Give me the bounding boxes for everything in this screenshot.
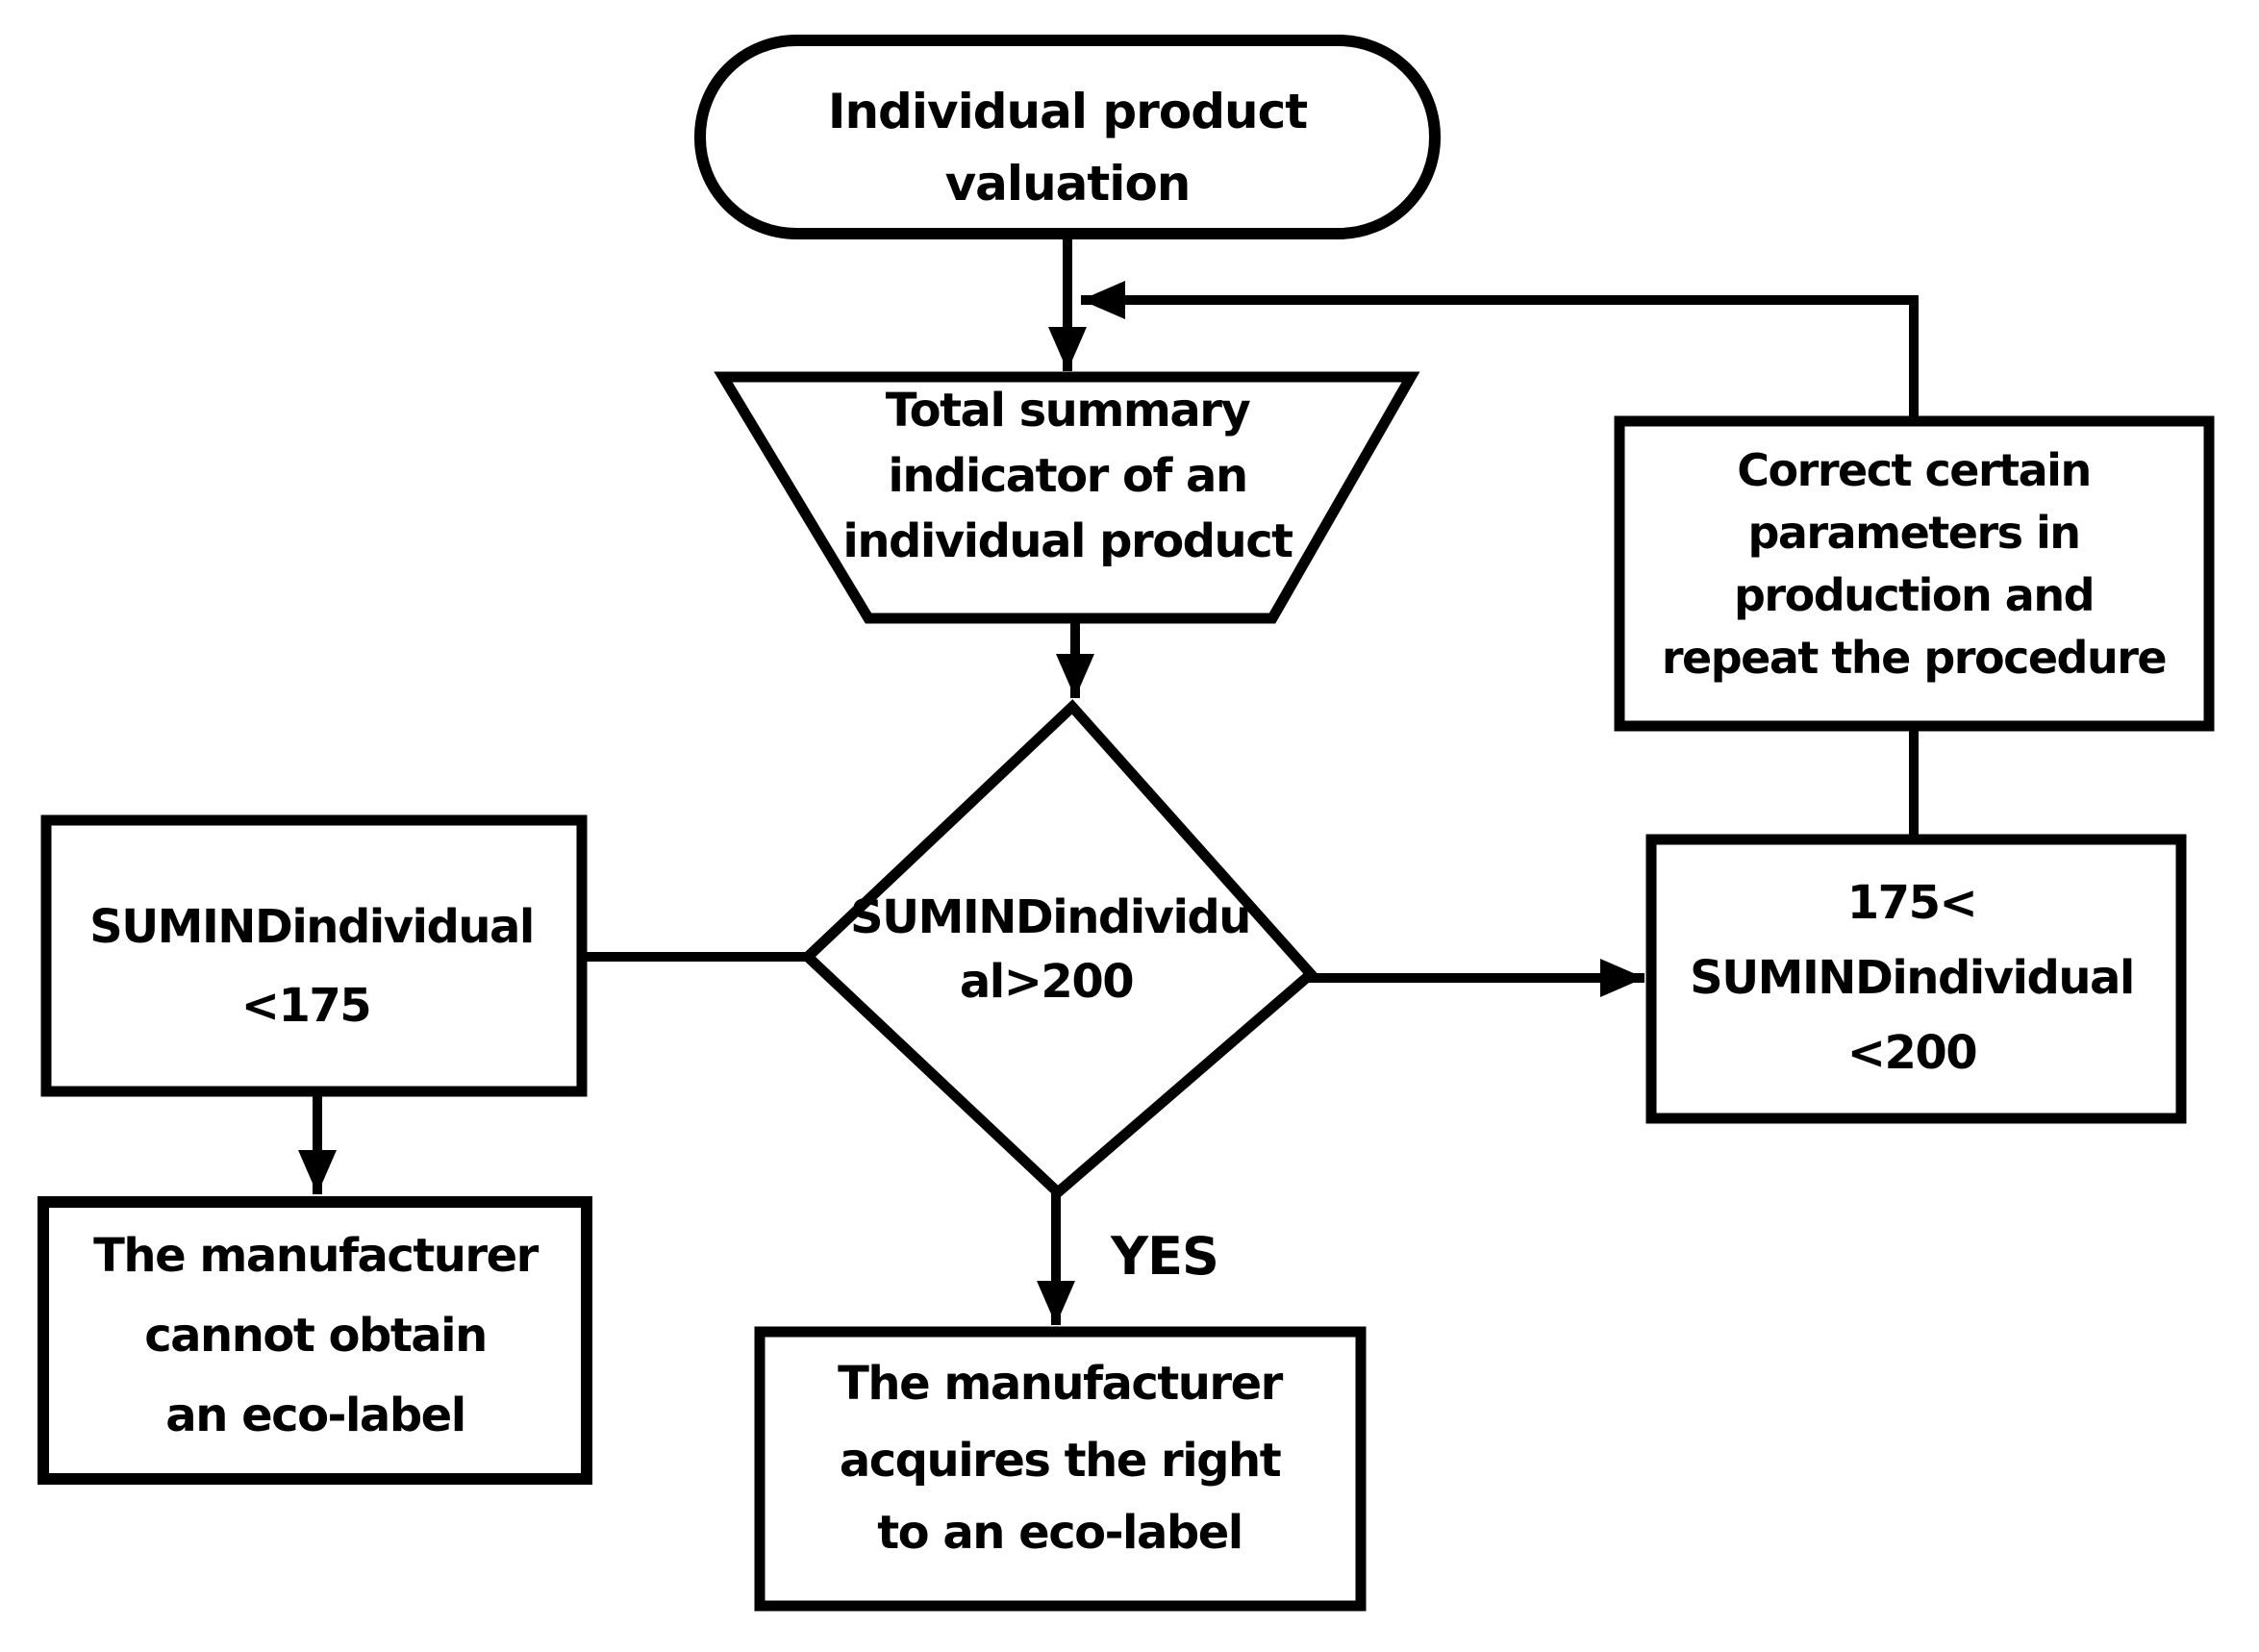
node-cannot-obtain-box [38, 1196, 592, 1485]
node-less175-text-line2: <175 [241, 979, 370, 1033]
node-decision-diamond [799, 699, 1318, 1200]
node-start-text-line2: valuation [945, 156, 1191, 212]
node-correct-text-line3: production and [1734, 569, 2094, 621]
node-cannot-text-line1: The manufacturer [93, 1229, 540, 1283]
edge-feedback-correct-to-main [1081, 281, 1919, 419]
node-correct-text-line1: Correct certain [1737, 444, 2090, 496]
node-correct-parameters-box [1614, 415, 2215, 732]
node-acquires-right-box [754, 1326, 1367, 1612]
node-between-text-line1: 175< [1847, 876, 1976, 930]
node-cannot-text-line2: cannot obtain [144, 1309, 487, 1363]
node-correct-text-line4: repeat the procedure [1662, 632, 2166, 684]
node-between-text-line3: <200 [1847, 1026, 1977, 1080]
node-summary-trapezoid [714, 371, 1420, 624]
node-summary-text-line1: Total summary [886, 384, 1251, 438]
node-acquires-text-line2: acquires the right [840, 1434, 1281, 1488]
node-acquires-text-line3: to an eco-label [877, 1506, 1242, 1560]
node-less175-text-line1: SUMINDindividual [89, 900, 534, 954]
node-sumind-less-175-box [40, 814, 588, 1097]
node-summary-text-line3: individual product [842, 514, 1293, 568]
node-decision-text-line2: al>200 [960, 955, 1133, 1009]
node-decision-text-line1: SUMINDindividu [850, 890, 1250, 944]
edge-label-yes: YES [1110, 1226, 1218, 1287]
node-start-text-line1: Individual product [828, 84, 1307, 139]
node-cannot-text-line3: an eco-label [165, 1389, 464, 1442]
node-start-terminator [694, 35, 1441, 239]
node-correct-text-line2: parameters in [1747, 507, 2079, 559]
node-summary-text-line2: indicator of an [888, 449, 1246, 503]
node-acquires-text-line1: The manufacturer [838, 1357, 1284, 1411]
node-between-text-line2: SUMINDindividual [1690, 951, 2134, 1005]
node-between-175-200-box [1645, 834, 2187, 1124]
